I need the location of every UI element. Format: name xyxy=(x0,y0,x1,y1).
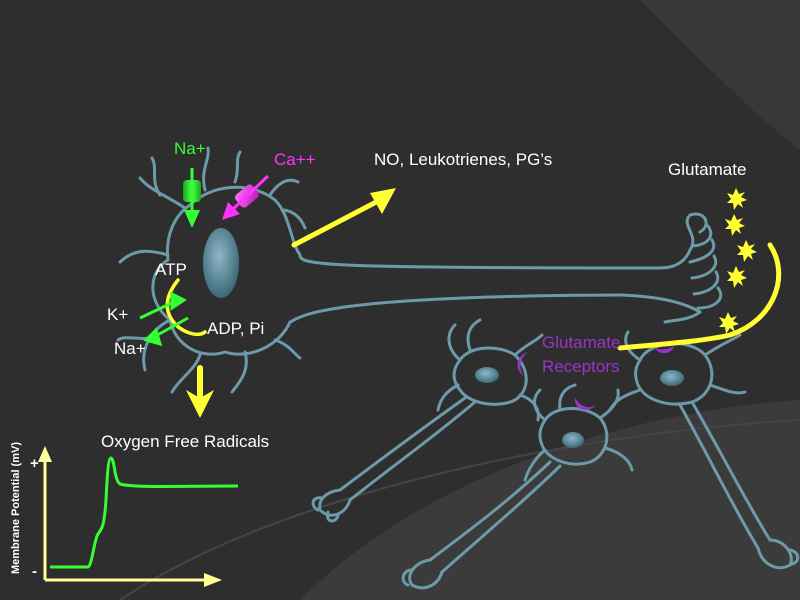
neuron-b-terminal xyxy=(408,558,444,590)
neuron-c-axon xyxy=(690,400,772,542)
mediators-arrow xyxy=(291,188,396,248)
membrane-potential-curve xyxy=(50,456,239,569)
glutamate-star xyxy=(727,188,747,210)
radicals-label: Oxygen Free Radicals xyxy=(101,432,270,451)
neuron-a-nucleus xyxy=(475,367,499,383)
neuron-c-nucleus xyxy=(660,370,684,386)
glutamate-label: Glutamate xyxy=(668,160,747,179)
glutamate-star xyxy=(737,240,757,262)
potassium-label: K+ xyxy=(107,305,129,324)
receptors-label-line2: Receptors xyxy=(542,357,620,376)
atp-adp-curve xyxy=(165,278,207,337)
neuron-c-terminal xyxy=(756,538,793,570)
receptors-label-line1: Glutamate xyxy=(542,333,621,352)
axon-upper xyxy=(658,248,692,270)
neuron-a-axon xyxy=(338,396,467,492)
atp-label: ATP xyxy=(155,260,187,279)
sodium-pump-label: Na+ xyxy=(114,339,146,358)
neuron-a-terminal xyxy=(318,488,352,517)
calcium-channel-arrow xyxy=(222,174,270,220)
glutamate-receptors xyxy=(517,346,674,410)
membrane-potential-plot xyxy=(38,446,239,587)
mediators-label: NO, Leukotrienes, PG’s xyxy=(374,150,553,169)
adp-label: ADP, Pi xyxy=(207,319,265,338)
receptor-crescent-1 xyxy=(517,352,528,376)
nucleus xyxy=(203,228,239,298)
sodium-in-label: Na+ xyxy=(174,139,206,158)
main-neuron xyxy=(116,146,723,394)
glutamate-star xyxy=(727,266,747,288)
terminal-fold-1 xyxy=(685,212,708,252)
receptor-crescent-2 xyxy=(574,398,596,410)
plot-minus-label: - xyxy=(32,563,37,580)
axon-lower xyxy=(618,293,702,314)
calcium-in-label: Ca++ xyxy=(274,150,316,169)
neuron-a-soma xyxy=(452,346,528,406)
neuron-b-nucleus xyxy=(562,432,584,448)
plot-ylabel: Membrane Potential (mV) xyxy=(10,441,22,575)
receptor-crescent-3 xyxy=(655,346,674,354)
main-neuron-soma-lower xyxy=(151,203,622,356)
neuron-b-soma xyxy=(538,407,609,466)
plot-plus-label: + xyxy=(30,455,39,472)
glutamate-star xyxy=(719,312,739,334)
glutamate-pathway-line xyxy=(617,242,782,351)
main-neuron-soma-upper xyxy=(188,185,662,270)
glutamate-particles xyxy=(719,188,757,334)
radicals-arrow xyxy=(186,365,214,418)
neuron-b-axon xyxy=(428,460,552,562)
potassium-sodium-pump-arrows xyxy=(139,291,189,347)
sodium-channel-arrow xyxy=(183,168,201,228)
glutamate-star xyxy=(725,214,745,236)
